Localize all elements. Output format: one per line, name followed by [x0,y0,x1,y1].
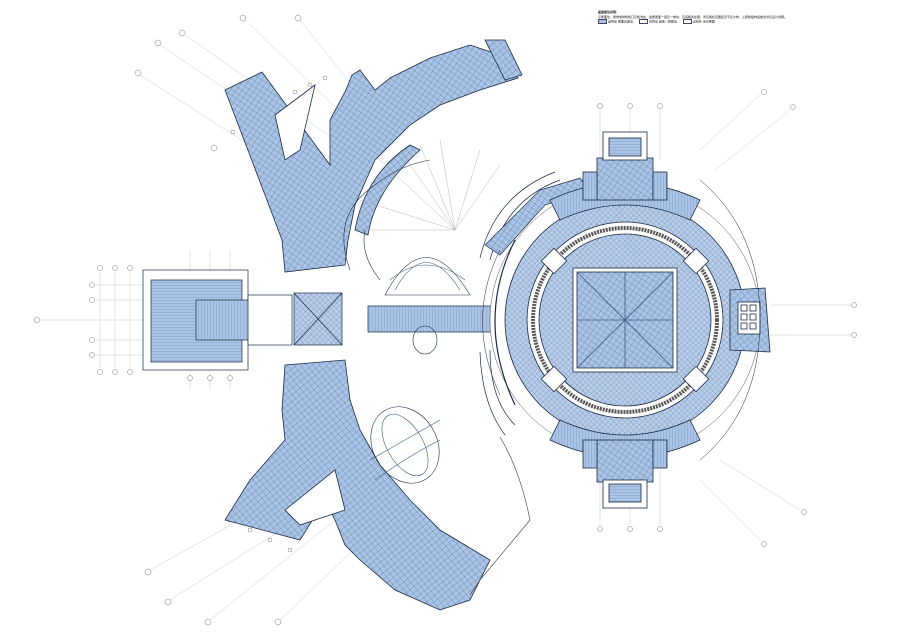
notes-title: 屋面做法说明： [598,10,620,14]
legend-swatch-icon [598,19,607,25]
central-court [343,159,471,484]
central-bridge [367,305,509,333]
roof-notes: 屋面做法说明： 平屋面处、屋脊或排檐檐口及檐沟处、金属屋面一层及一体化、及其相关… [598,10,848,25]
south-tower [582,439,668,509]
legend-swatch-icon [638,19,648,25]
radial-lines [355,139,501,231]
legend-item-other: 白色处 其他一层做法 [638,19,677,25]
east-tower [729,287,771,353]
main-hall [489,182,761,458]
north-wing [224,39,523,273]
notes-line: 平屋面处、屋脊或排檐檐口及檐沟处、金属屋面一层及一体化、及其相关处理、详见各栏目… [598,14,788,19]
west-block [142,269,343,371]
notes-legend: 蓝色处 屋面瓦做法 白色处 其他一层做法 虚线处 采光屋面 [598,19,848,25]
legend-swatch-icon [682,19,692,25]
north-tower [582,131,668,201]
legend-item-skylight: 虚线处 采光屋面 [682,19,715,25]
legend-item-roof: 蓝色处 屋面瓦做法 [598,19,633,25]
south-wing [224,359,491,611]
curved-walls [482,179,761,461]
